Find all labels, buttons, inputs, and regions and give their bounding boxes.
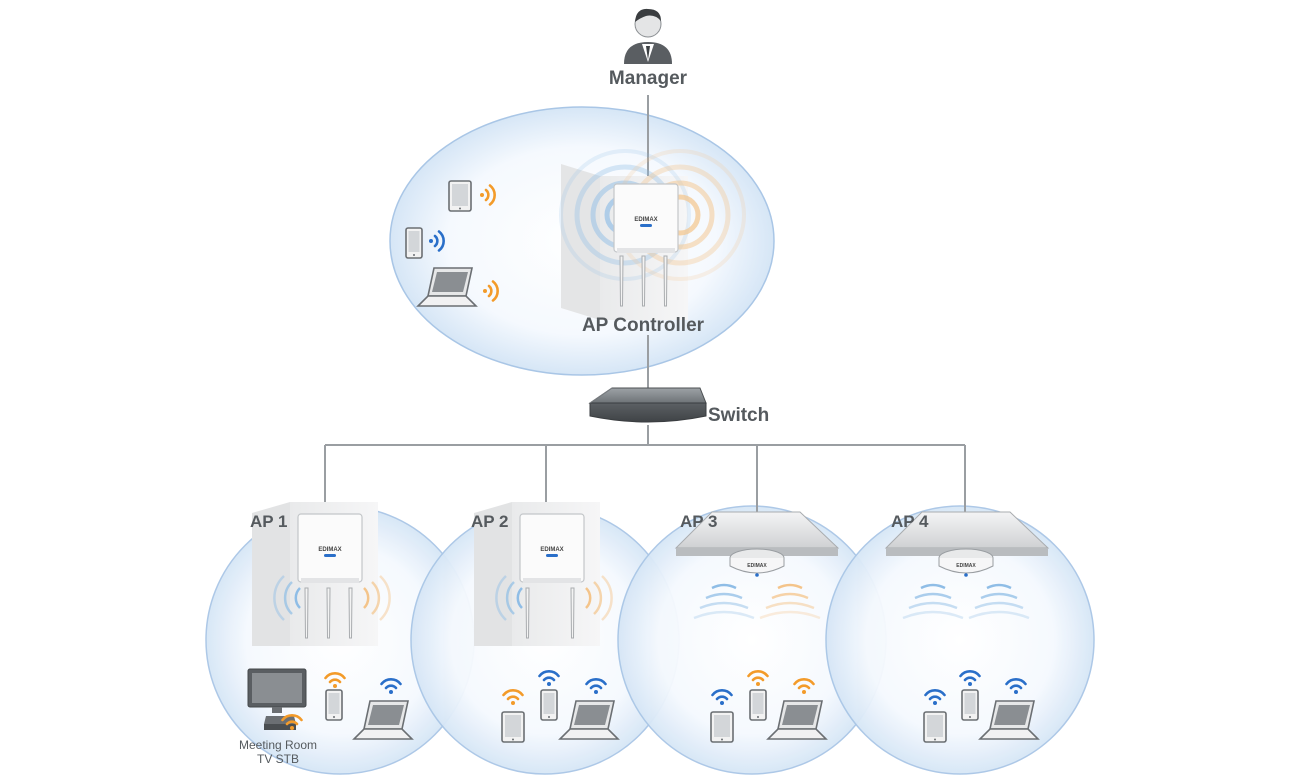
- smartphone-icon: [749, 689, 767, 721]
- ap2-label: AP 2: [471, 512, 509, 531]
- network-switch-icon: [588, 387, 707, 423]
- ap4-signal-waves: [902, 583, 1030, 620]
- meeting-room-label: Meeting Room: [239, 738, 317, 752]
- tablet-icon: [923, 711, 947, 743]
- ap3-ceiling-panel: [674, 511, 840, 556]
- tablet-icon: [448, 180, 472, 212]
- manager-label: Manager: [609, 68, 688, 89]
- ceiling-access-point-icon: EDIMAX: [729, 548, 785, 577]
- person-icon: [624, 8, 672, 64]
- ceiling-access-point-icon: EDIMAX: [938, 548, 994, 577]
- ap-controller-label: AP Controller: [582, 315, 705, 336]
- tv-stb-label: TV STB: [257, 752, 299, 766]
- monitor-icon: [247, 668, 307, 713]
- ap1-signal-waves: [273, 575, 391, 621]
- ap1-label: AP 1: [250, 512, 288, 531]
- ap4-label: AP 4: [891, 512, 929, 531]
- smartphone-icon: [325, 689, 343, 721]
- ap3-label: AP 3: [680, 512, 718, 531]
- svg-text:EDIMAX: EDIMAX: [747, 563, 767, 569]
- smartphone-icon: [540, 689, 558, 721]
- smartphone-icon: [961, 689, 979, 721]
- ap2-signal-waves: [495, 575, 613, 621]
- switch-label: Switch: [708, 405, 769, 426]
- network-links: [324, 95, 966, 513]
- tablet-icon: [710, 711, 734, 743]
- svg-text:EDIMAX: EDIMAX: [956, 563, 976, 569]
- ap3-signal-waves: [693, 583, 821, 620]
- tablet-icon: [501, 711, 525, 743]
- smartphone-icon: [405, 227, 423, 259]
